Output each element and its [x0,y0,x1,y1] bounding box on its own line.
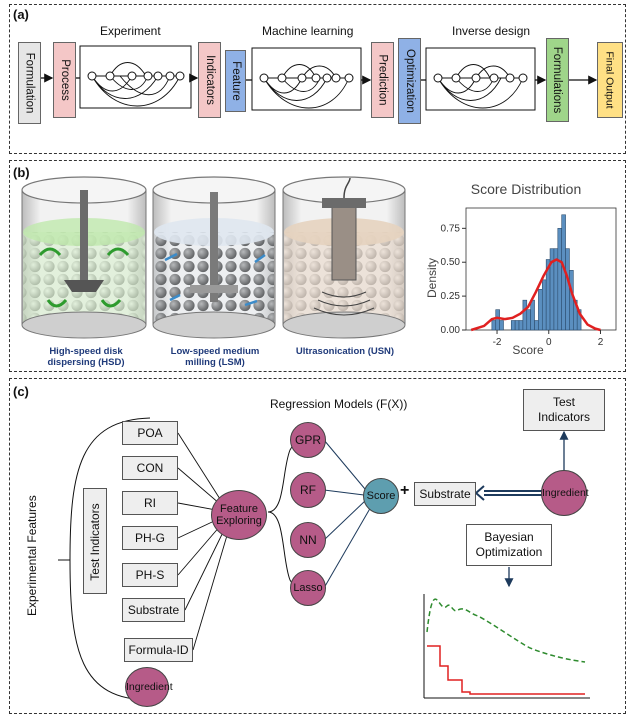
ingredient-node-bottom: Ingredient [125,667,173,707]
x-axis-label: Score [512,343,544,357]
formulations-box: Formulations [546,38,569,122]
plus-sign: + [400,482,410,499]
x-tick-label: 0 [546,337,552,348]
panel-b-label: (b) [13,165,30,180]
y-axis-label: Density [425,258,439,298]
score-node: Score [363,478,399,514]
panel-a-label: (a) [13,7,29,22]
final-output-box: Final Output [597,42,623,118]
y-tick-label: 0.75 [441,223,461,234]
usn-vessel-icon [282,176,406,339]
caption-usn: Ultrasonication (USN) [295,346,395,357]
model-lasso-node: Lasso [290,570,326,606]
ingredient-node: Ingredient [541,470,589,516]
input-poa: POA [122,421,178,445]
regression-models-title: Regression Models (F(X)) [270,397,408,411]
process-box: Process [53,42,76,118]
network-experiment [79,45,192,109]
chart-title: Score Distribution [471,181,582,197]
feature-box: Feature [225,50,246,112]
panel-a [9,4,626,154]
histogram-bar [495,309,500,331]
caption-hsd: High-speed disk dispersing (HSD) [47,346,125,368]
score-distribution-chart: Score Distribution Density Score -2 0 2 0.0… [425,181,617,357]
histogram-bar [499,320,504,331]
y-tick-label: 0.25 [441,291,461,302]
model-rf-node: RF [290,472,326,508]
kde-curve [470,258,601,332]
input-ri: RI [122,491,178,515]
x-tick-label: 2 [598,337,604,348]
test-indicators-vertical-label: Test Indicators [88,503,102,581]
input-ph-s: PH-S [122,563,178,587]
mixing-illustrations [21,176,406,339]
test-indicators-box: Test Indicators [523,389,605,431]
panel-b [9,160,626,372]
lsm-vessel-icon [152,176,276,339]
x-tick-label: -2 [493,337,502,348]
optimization-box: Optimization [398,38,421,124]
section-machine-learning: Machine learning [262,24,354,38]
panel-a-flow [41,45,598,111]
bayesian-optimization-box: Bayesian Optimization [466,524,552,566]
input-formula-id: Formula-ID [124,638,193,662]
y-tick-label: 0.00 [441,325,461,336]
panel-c-label: (c) [13,384,29,399]
section-experiment: Experiment [100,24,161,38]
hsd-vessel-icon [21,176,147,339]
input-con: CON [122,456,178,480]
model-nn-node: NN [290,522,326,558]
input-ph-g: PH-G [122,526,178,550]
prediction-box: Prediction [371,42,394,118]
panel-c [9,378,626,714]
feature-exploring-node: Feature Exploring [211,490,267,540]
section-inverse-design: Inverse design [452,24,531,38]
substrate-box: Substrate [414,482,476,506]
experimental-features-label: Experimental Features [25,495,39,616]
network-inverse-design [425,47,536,111]
caption-lsm: Low-speed medium milling (LSM) [170,346,260,368]
indicators-box: Indicators [198,42,221,118]
formulation-box: Formulation [18,42,41,124]
input-substrate: Substrate [122,598,185,622]
model-gpr-node: GPR [290,422,326,458]
bayesian-optimization-plot [423,594,590,699]
y-tick-label: 0.50 [441,257,461,268]
test-indicators-vertical-box [83,488,107,594]
